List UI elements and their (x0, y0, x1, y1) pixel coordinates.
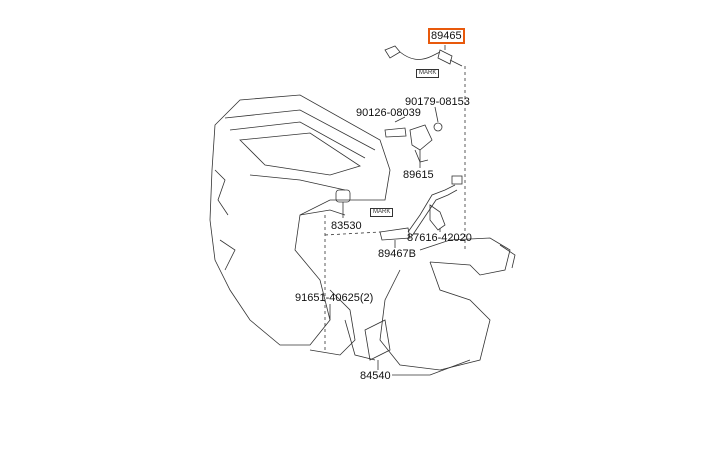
mark-tag: MARK (370, 208, 394, 217)
dashed-leader (324, 215, 381, 350)
oxygen-sensor-89467b-drawing (379, 175, 463, 241)
part-label-90126-08039[interactable]: 90126-08039 (356, 107, 421, 119)
sensor-89615-drawing (384, 122, 443, 163)
part-label-89467b[interactable]: 89467B (378, 248, 416, 260)
part-label-89465[interactable]: 89465 (428, 28, 465, 44)
leader-line (329, 150, 441, 370)
part-label-84540[interactable]: 84540 (360, 370, 391, 382)
part-label-83530[interactable]: 83530 (331, 220, 362, 232)
leader-line (394, 106, 439, 123)
mark-tag: MARK (416, 69, 440, 78)
sensor-83530-drawing (335, 189, 351, 218)
part-label-87616-42020[interactable]: 87616-42020 (407, 232, 472, 244)
engine-block-drawing (209, 94, 516, 371)
leader-line (392, 359, 471, 376)
part-label-90179-08153[interactable]: 90179-08153 (405, 96, 470, 108)
part-label-89615[interactable]: 89615 (403, 169, 434, 181)
part-label-91651-40625[interactable]: 91651-40625(2) (295, 292, 374, 304)
oxygen-sensor-89465-drawing (384, 45, 463, 67)
